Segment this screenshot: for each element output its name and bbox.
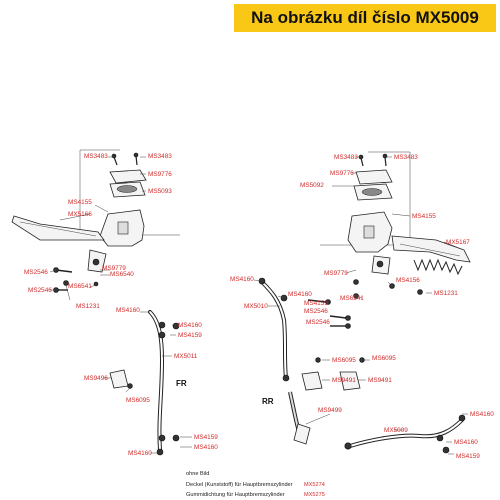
part-label: MS9499 bbox=[318, 407, 342, 414]
part-label: MS1231 bbox=[76, 303, 100, 310]
front-reservoir-screws bbox=[111, 152, 139, 166]
rear-hose-clip-left bbox=[301, 371, 323, 391]
part-number-banner: Na obrázku díl číslo MX5009 bbox=[234, 4, 496, 32]
part-label: MS6541 bbox=[68, 283, 92, 290]
rear-assembly bbox=[253, 151, 471, 455]
banner-title: Na obrázku díl číslo MX5009 bbox=[251, 8, 479, 27]
part-label: MS9779 bbox=[324, 270, 348, 277]
part-label: MS3483 bbox=[334, 154, 358, 161]
part-label: MS6095 bbox=[372, 355, 396, 362]
part-label: MX5166 bbox=[68, 211, 92, 218]
part-label: MS1231 bbox=[434, 290, 458, 297]
part-label: MS3483 bbox=[394, 154, 418, 161]
part-label: MS4160 bbox=[288, 291, 312, 298]
part-label: MX5011 bbox=[174, 353, 198, 360]
part-label: MS4160 bbox=[116, 307, 140, 314]
front-assembly bbox=[11, 149, 192, 456]
part-label: MS2546 bbox=[24, 269, 48, 276]
rear-side-label: RR bbox=[262, 397, 274, 406]
notes-heading: ohne Bild bbox=[186, 471, 209, 477]
part-label: MS3483 bbox=[84, 153, 108, 160]
rear-reservoir-cap bbox=[355, 169, 393, 185]
part-label: MS6540 bbox=[110, 271, 134, 278]
part-label: MS9779 bbox=[102, 265, 126, 272]
rear-brake-lever bbox=[391, 235, 471, 263]
part-label: MS4160 bbox=[470, 411, 494, 418]
note-part-number: MX5274 bbox=[304, 482, 325, 488]
part-label: MS2546 bbox=[306, 319, 330, 326]
front-reservoir-cap bbox=[109, 169, 147, 184]
note-text: Deckel (Kunststoff) für Hauptbremszylind… bbox=[186, 482, 293, 488]
part-label: MS6541 bbox=[340, 295, 364, 302]
rear-hose-clip-right bbox=[339, 371, 361, 391]
part-label: MS6095 bbox=[332, 357, 356, 364]
front-side-label: FR bbox=[176, 379, 187, 388]
notes-block: ohne Bild Deckel (Kunststoff) für Hauptb… bbox=[186, 471, 325, 498]
note-text: Gummidichtung für Hauptbremszylinder bbox=[186, 492, 285, 498]
part-label: MS4156 bbox=[396, 277, 420, 284]
part-label: MS4155 bbox=[412, 213, 436, 220]
part-label: MX5167 bbox=[446, 239, 470, 246]
rear-reservoir-screws bbox=[358, 153, 388, 167]
part-label: MS4155 bbox=[68, 199, 92, 206]
part-label: MS9491 bbox=[368, 377, 392, 384]
rear-long-hose-mx5009 bbox=[344, 414, 466, 454]
part-label: MS9776 bbox=[330, 170, 354, 177]
part-label: MS5093 bbox=[148, 188, 172, 195]
part-label: MX5010 bbox=[244, 303, 268, 310]
part-label: MS3483 bbox=[148, 153, 172, 160]
part-label: MS9776 bbox=[148, 171, 172, 178]
part-label: MS2546 bbox=[304, 308, 328, 315]
part-label: MS4159 bbox=[456, 453, 480, 460]
note-part-number: MX5275 bbox=[304, 492, 325, 498]
part-label: MX5009 bbox=[384, 427, 408, 434]
front-brake-lever bbox=[11, 215, 105, 241]
part-label: MS4159 bbox=[178, 332, 202, 339]
rear-upper-hose bbox=[258, 277, 290, 382]
part-label: MS4160 bbox=[178, 322, 202, 329]
part-label: MS9496 bbox=[84, 375, 108, 382]
front-part-labels: MS3483 MS3483 MS9776 MS5093 MS4155 MX516… bbox=[24, 153, 218, 457]
part-label: MS4160 bbox=[128, 450, 152, 457]
front-brake-hose bbox=[148, 310, 180, 456]
part-label: MS4159 bbox=[194, 434, 218, 441]
part-label: MS4160 bbox=[194, 444, 218, 451]
part-label: MS2546 bbox=[28, 287, 52, 294]
part-label: MS4160 bbox=[230, 276, 254, 283]
part-label: MS4160 bbox=[454, 439, 478, 446]
rear-part-labels: MS3483 MS3483 MS5092 MS9776 MS4155 MX516… bbox=[230, 154, 494, 460]
part-label: MS9491 bbox=[332, 377, 356, 384]
part-label: MS5092 bbox=[300, 182, 324, 189]
part-label: MS4159 bbox=[304, 300, 328, 307]
front-hose-clip bbox=[109, 369, 129, 389]
part-label: MS6095 bbox=[126, 397, 150, 404]
